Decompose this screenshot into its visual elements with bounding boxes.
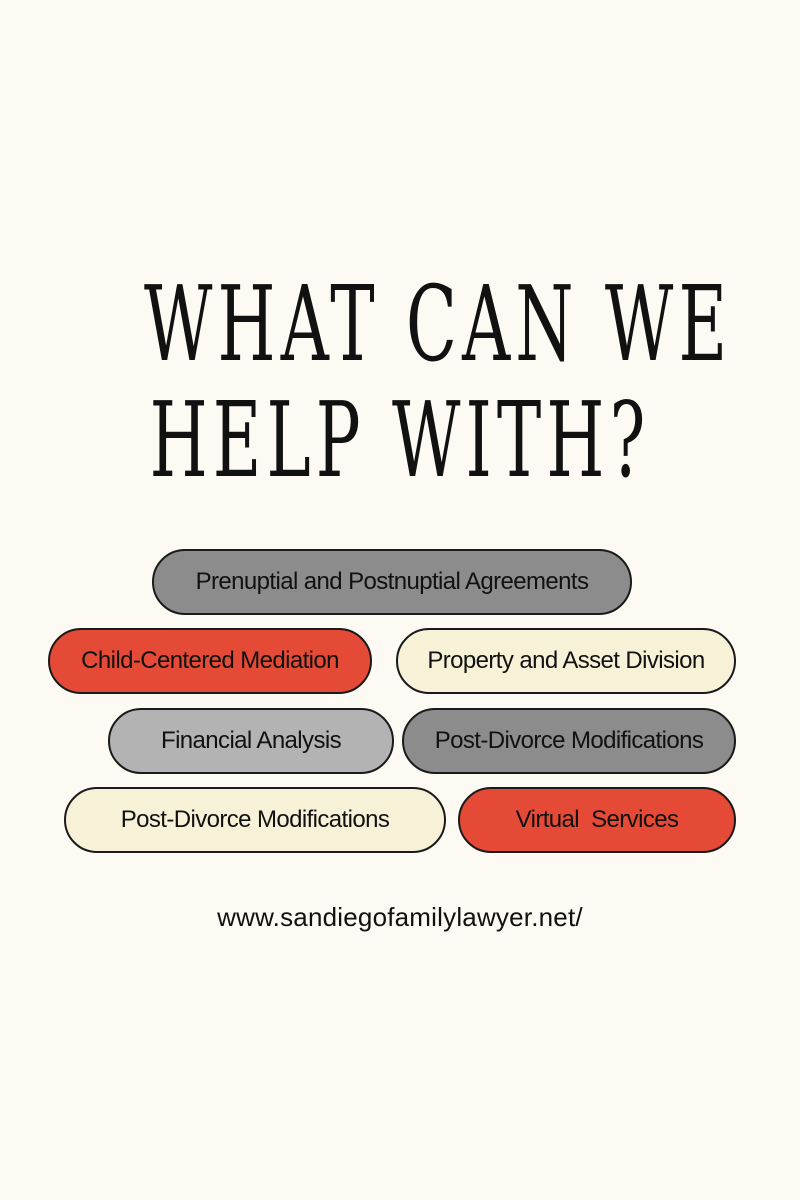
website-url: www.sandiegofamilylawyer.net/ (217, 902, 583, 932)
service-pill-post-divorce-2: Post-Divorce Modifications (64, 787, 446, 853)
headline-line-1: WHAT CAN WE (144, 263, 733, 385)
service-pill-prenuptial: Prenuptial and Postnuptial Agreements (152, 549, 632, 615)
service-pill-post-divorce-1: Post-Divorce Modifications (402, 708, 736, 774)
service-pill-financial-analysis: Financial Analysis (108, 708, 394, 774)
headline-line-2: HELP WITH? (149, 379, 651, 501)
service-pill-child-mediation: Child-Centered Mediation (48, 628, 372, 694)
service-pill-property-division: Property and Asset Division (396, 628, 736, 694)
service-pill-virtual-services: Virtual Services (458, 787, 736, 853)
